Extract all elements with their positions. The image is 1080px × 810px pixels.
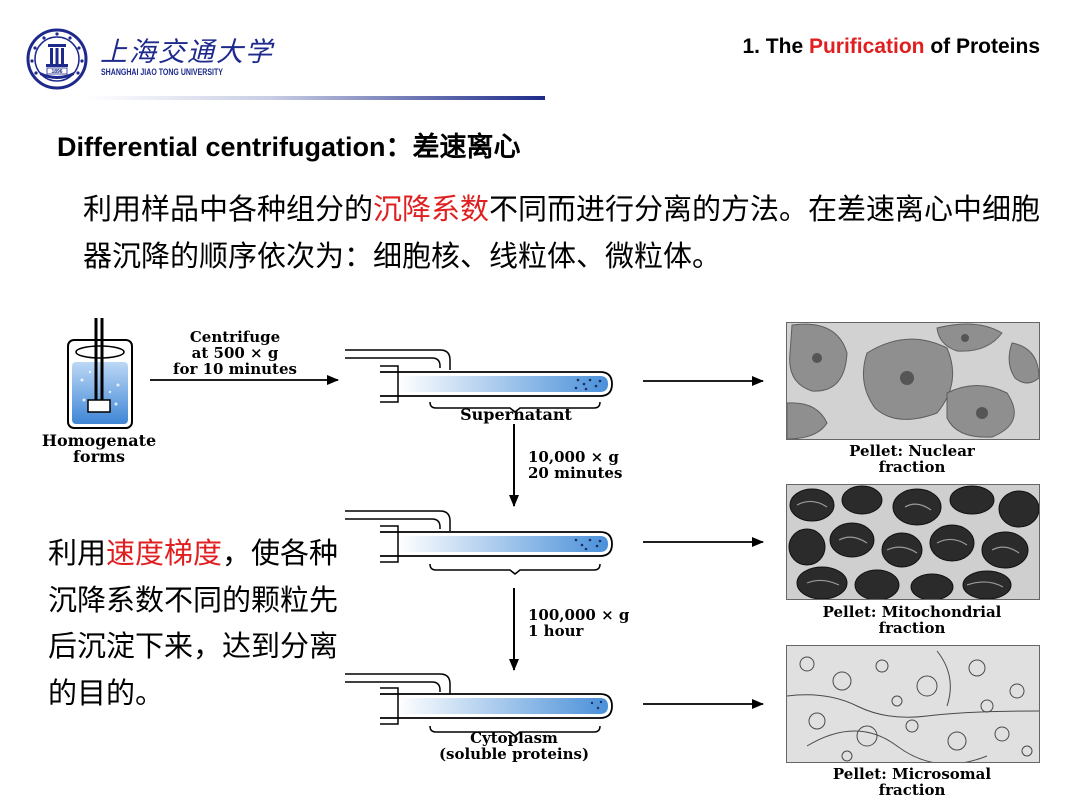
paragraph-highlight: 沉降系数 (373, 192, 490, 226)
pellet1-line1: Pellet: Nuclear (849, 442, 975, 460)
pellet-mitochondrial-label: Pellet: Mitochondrial fraction (760, 604, 1064, 636)
paragraph-part2: 不同而进行分离的方法。在差速离心中细胞器沉降的顺序依次为：细胞核、线粒体、微粒体… (83, 192, 1041, 273)
step2-label: 10,000 × g 20 minutes (528, 449, 622, 481)
logo-chinese-name: 上海交通大学 (100, 37, 274, 68)
title-highlight: Purification (808, 35, 925, 58)
step2-line1: 10,000 × g (528, 448, 619, 466)
cytoplasm-label: Cytoplasm (soluble proteins) (384, 730, 644, 762)
homogenate-label: Homogenate forms (2, 433, 196, 465)
paragraph-part1: 利用样品中各种组分的 (83, 192, 374, 226)
cytoplasm-line1: Cytoplasm (470, 729, 558, 747)
step1-line1: Centrifuge (189, 328, 281, 346)
microsomal-micrograph (786, 645, 1040, 763)
side-note-part2: ，使各种沉降系数不同的颗粒先后沉淀下来，达到分离的目的。 (48, 536, 339, 710)
homogenate-line2: forms (73, 447, 125, 466)
step1-line3: for 10 minutes (173, 360, 297, 378)
pellet-microsomal-label: Pellet: Microsomal fraction (772, 766, 1052, 798)
step1-line2: at 500 × g (191, 344, 279, 362)
step3-line1: 100,000 × g (528, 606, 630, 624)
supernatant-label: Supernatant (460, 405, 572, 424)
university-seal-icon: 1896 (26, 28, 88, 90)
mitochondrial-micrograph (786, 484, 1040, 600)
homogenizer-icon (67, 318, 133, 429)
homogenate-line1: Homogenate (41, 431, 157, 450)
pellet3-line2: fraction (878, 781, 946, 799)
header-divider (88, 96, 545, 100)
centrifuge-tube-1 (345, 349, 613, 413)
step3-label: 100,000 × g 1 hour (528, 607, 629, 639)
side-note-part1: 利用 (48, 536, 107, 570)
centrifuge-tube-3 (345, 673, 613, 737)
pellet1-line2: fraction (878, 458, 946, 476)
pellet2-line2: fraction (878, 619, 946, 637)
centrifuge-tube-2 (345, 510, 613, 575)
title-suffix: of Proteins (924, 35, 1040, 58)
pellet3-line1: Pellet: Microsomal (832, 765, 992, 783)
title-prefix: 1. The (742, 35, 809, 58)
step2-line2: 20 minutes (528, 464, 623, 482)
pellet-nuclear-label: Pellet: Nuclear fraction (772, 443, 1052, 475)
step1-label: Centrifuge at 500 × g for 10 minutes (146, 329, 324, 377)
seal-year: 1896 (51, 69, 62, 75)
side-note-highlight: 速度梯度 (106, 536, 223, 570)
slide-header-title: 1. The Purification of Proteins (742, 35, 1040, 59)
pellet2-line1: Pellet: Mitochondrial (822, 603, 1002, 621)
nuclear-micrograph (786, 322, 1040, 440)
cytoplasm-line2: (soluble proteins) (438, 745, 590, 763)
description-paragraph: 利用样品中各种组分的沉降系数不同而进行分离的方法。在差速离心中细胞器沉降的顺序依… (83, 186, 1043, 280)
step3-line2: 1 hour (528, 622, 584, 640)
side-note: 利用速度梯度，使各种沉降系数不同的颗粒先后沉淀下来，达到分离的目的。 (48, 530, 343, 716)
slide-subtitle: Differential centrifugation：差速离心 (57, 132, 521, 162)
logo-english-name: SHANGHAI JIAO TONG UNIVERSITY (101, 67, 223, 77)
